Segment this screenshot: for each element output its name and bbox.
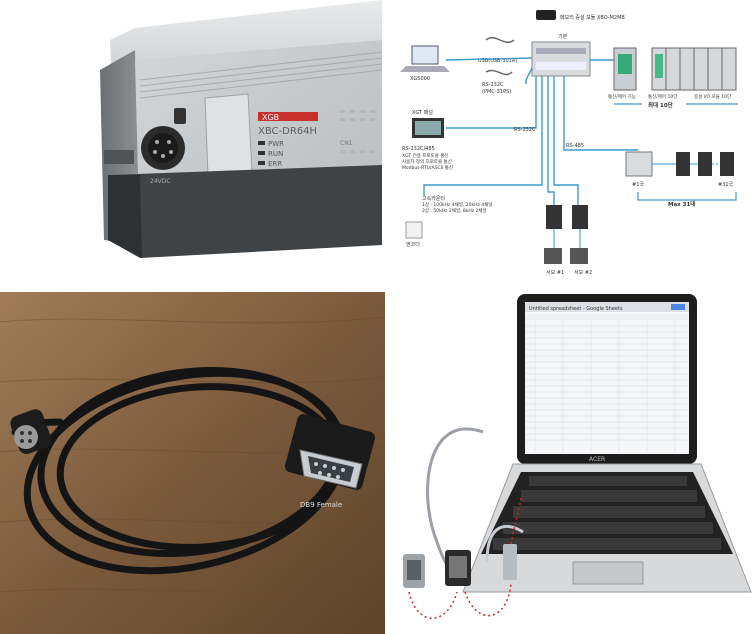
usb-label: USB(USB-301A) xyxy=(478,58,517,64)
rs485-link-label: RS-485 xyxy=(566,143,584,149)
top-module-label: 메모리 증설 모듈 XBO-M2MB xyxy=(560,14,625,21)
servo-drive-1 xyxy=(546,205,562,229)
usb-plug xyxy=(503,544,517,580)
usb-cable-icon xyxy=(485,37,515,43)
led-err: ERR xyxy=(268,160,282,168)
base-label: 기본 xyxy=(558,33,568,40)
system-diagram: 메모리 증설 모듈 XBO-M2MB 기본 XG5000 USB(USB-301… xyxy=(400,10,738,276)
system-diagram-panel: 메모리 증설 모듈 XBO-M2MB 기본 XG5000 USB(USB-301… xyxy=(386,0,755,280)
plc-photo-panel: XGB XBC-DR64H PWR RUN ERR CN1 24VDC xyxy=(0,0,382,280)
rs485-station-label: #1국 xyxy=(632,182,644,188)
highspeed-title: 고속카운터 xyxy=(422,195,445,202)
pc-label: XG5000 xyxy=(410,76,430,82)
rs-protocol-line-3: Modbus-RTU/ASCII 통신 xyxy=(402,164,453,171)
share-button xyxy=(671,304,685,310)
cable-illustration: DB9 Female xyxy=(0,292,385,634)
rs485-drive-c xyxy=(720,152,734,176)
plc-vents xyxy=(139,51,382,99)
laptop-screen xyxy=(525,302,689,454)
db9-connector: DB9 Female xyxy=(284,414,376,509)
touchpad xyxy=(572,561,644,585)
rs-protocol-line-2: 사용자 정의 프로토콜 통신 xyxy=(402,158,452,165)
encoder-icon xyxy=(405,221,423,239)
rs232-cable-icon xyxy=(485,69,513,76)
laptop-illustration: Untitled spreadsheet - Google Sheets ACE… xyxy=(403,294,752,619)
plc-door xyxy=(204,93,253,177)
laptop-photo-panel: Untitled spreadsheet - Google Sheets ACE… xyxy=(387,292,755,634)
ext-modules-label: 최대 10단 xyxy=(648,101,673,109)
servo2-label: 서보 #2 xyxy=(574,269,592,276)
keys xyxy=(493,476,721,550)
laptop-brand: ACER xyxy=(589,456,605,463)
plc-leds: PWR RUN ERR xyxy=(258,140,284,168)
brand-strip xyxy=(258,112,318,121)
rs485-drive-b xyxy=(698,152,712,176)
pc-laptop-icon xyxy=(411,45,439,65)
rs-protocol-line-1: XGT 전용 프로토콜 통신 xyxy=(402,152,449,159)
rs-protocol-title: RS-232C/485 xyxy=(402,146,435,152)
db9-plug-gray xyxy=(403,554,425,588)
io-led-grid xyxy=(340,110,375,153)
ext-mid-label: 통신/제어 10단 xyxy=(648,93,677,100)
rs485-station-1 xyxy=(625,151,653,177)
max-label: Max 31대 xyxy=(668,200,695,208)
highspeed-line-1: 1상 : 100kHz 4채널, 20kHz 4채널 xyxy=(422,201,492,208)
plc-model: XBC-DR64H xyxy=(258,126,317,137)
servo1-label: 서보 #1 xyxy=(546,269,564,276)
spreadsheet-grid xyxy=(525,320,689,452)
servo-motor-1 xyxy=(544,248,562,264)
connector-label: DB9 Female xyxy=(300,501,342,509)
plc-illustration: XGB XBC-DR64H PWR RUN ERR CN1 24VDC xyxy=(100,0,382,258)
connection-arrows xyxy=(408,497,522,619)
led-run: RUN xyxy=(268,150,283,158)
ext-io-modules xyxy=(651,47,737,91)
servo-drive-2 xyxy=(572,205,588,229)
xgt-panel-label: XGT 패널 xyxy=(412,109,433,116)
rs485-drive-a xyxy=(676,152,690,176)
led-pwr: PWR xyxy=(268,140,284,148)
connection-lines xyxy=(423,57,638,205)
memory-module-icon xyxy=(536,10,556,20)
servo-motor-2 xyxy=(570,248,588,264)
rs232-label: RS-232C xyxy=(482,82,504,88)
rs485-last-label: #31국 xyxy=(718,182,734,188)
rs232-sub: (PMC-310S) xyxy=(482,89,511,95)
plc-spec: 24VDC xyxy=(150,178,171,185)
plc-brand: XGB xyxy=(262,113,279,122)
plc-terminal-block xyxy=(108,165,382,258)
conn-label: CN1 xyxy=(340,140,353,147)
ext-right-label: 증설 I/O 모듈 10단 xyxy=(694,93,731,100)
base-plc-icon xyxy=(531,41,591,77)
highspeed-line-2: 2상 : 50kHz 2채널, 8kHz 2채널 xyxy=(422,207,487,214)
cable-photo-panel: DB9 Female xyxy=(0,292,385,634)
window-title: Untitled spreadsheet - Google Sheets xyxy=(529,306,623,312)
usb-slot xyxy=(174,108,186,124)
db9-plug-black xyxy=(445,550,471,586)
encoder-label: 엔코더 xyxy=(406,241,420,248)
ext-left-label: 통신/제어 기능 xyxy=(608,93,636,100)
mini-din-plug xyxy=(10,409,52,455)
rs232-link-label: RS-232C xyxy=(514,127,536,133)
